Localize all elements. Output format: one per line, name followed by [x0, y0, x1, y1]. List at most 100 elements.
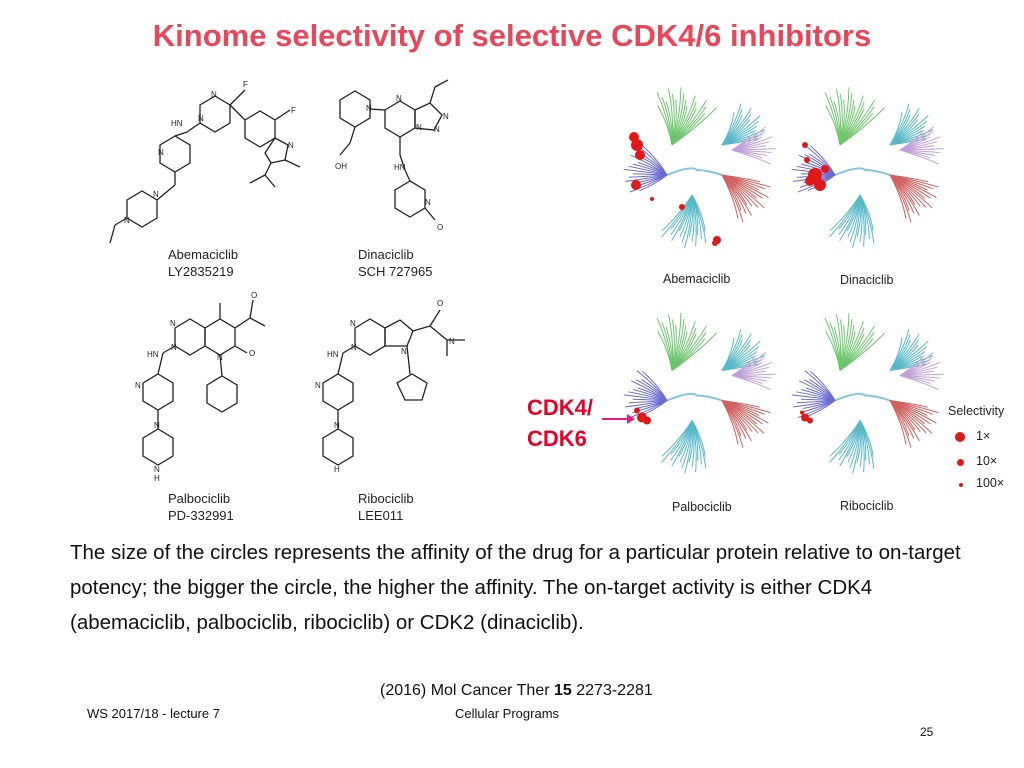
tree-branch: [721, 138, 759, 146]
dinaciclib-name: Dinaciclib: [358, 247, 414, 262]
tree-branch: [661, 194, 693, 232]
tree-branch: [731, 149, 771, 165]
cdk4-label-line: CDK4/: [527, 395, 594, 420]
svg-text:O: O: [437, 223, 443, 232]
svg-text:F: F: [243, 80, 248, 89]
cdk4-cdk6-label: CDK4/ CDK6: [527, 392, 593, 454]
binding-dot: [712, 240, 718, 246]
slide-title: Kinome selectivity of selective CDK4/6 i…: [152, 18, 872, 53]
dinaciclib-structure-label: Dinaciclib SCH 727965: [358, 246, 432, 280]
abemaciclib-structure: F F N N HN N N N N: [109, 80, 301, 244]
footer-course: Cellular Programs: [455, 706, 560, 721]
tree-branch: [899, 149, 939, 165]
kinome-tree-dinaciclib: [791, 87, 944, 248]
binding-dot: [801, 413, 809, 422]
svg-text:H: H: [154, 474, 160, 483]
svg-text:N: N: [396, 94, 402, 103]
palbociclib-code: PD-332991: [168, 508, 234, 523]
kinome-tree-palbociclib: [623, 312, 776, 474]
citation-pages: 2273-2281: [571, 682, 653, 699]
ribociclib-code: LEE011: [358, 508, 404, 523]
tree-branch: [642, 370, 668, 401]
legend-item-10x: 10×: [948, 454, 1024, 472]
svg-text:N: N: [124, 216, 130, 225]
svg-text:N: N: [288, 141, 294, 150]
binding-dot: [821, 165, 829, 173]
palbociclib-structure-label: Palbociclib PD-332991: [168, 490, 234, 524]
tree-branch: [721, 400, 739, 445]
svg-text:HN: HN: [394, 163, 406, 172]
palbociclib-structure: O N N HN N N O N N H: [135, 291, 266, 483]
kinome-tree-label-ribociclib: Ribociclib: [840, 499, 894, 513]
tree-branch: [810, 370, 836, 401]
svg-text:O: O: [437, 299, 443, 308]
svg-text:N: N: [153, 190, 159, 199]
tree-trunk: [666, 392, 723, 402]
tree-branch: [642, 145, 668, 176]
svg-text:N: N: [350, 319, 356, 328]
svg-text:OH: OH: [335, 162, 347, 171]
ribociclib-structure-label: Ribociclib LEE011: [358, 490, 414, 524]
selectivity-legend: Selectivity 1× 10× 100×: [948, 404, 1024, 494]
legend-label: 10×: [976, 454, 998, 468]
tree-trunk: [834, 167, 891, 176]
tree-branch: [889, 138, 927, 146]
abemaciclib-code: LY2835219: [168, 264, 234, 279]
binding-dot: [804, 157, 810, 163]
binding-dot: [802, 142, 808, 148]
cdk6-label-line: CDK6: [527, 426, 587, 451]
svg-text:HN: HN: [171, 119, 183, 128]
dinaciclib-structure: N N N N N OH HN N O: [335, 79, 449, 232]
tree-branch: [671, 107, 717, 146]
tree-branch: [721, 174, 739, 220]
legend-item-100x: 100×: [948, 476, 1024, 494]
tree-branch: [889, 400, 907, 445]
binding-dot: [805, 176, 815, 186]
tree-branch: [839, 332, 885, 371]
binding-dot: [634, 407, 640, 414]
citation-volume: 15: [554, 682, 572, 699]
svg-text:O: O: [251, 291, 257, 300]
abemaciclib-name: Abemaciclib: [168, 247, 239, 262]
tree-branch: [899, 375, 939, 390]
svg-text:HN: HN: [327, 350, 339, 359]
svg-text:N: N: [198, 114, 204, 123]
binding-dot: [629, 132, 639, 142]
svg-text:N: N: [171, 343, 177, 352]
svg-text:N: N: [158, 148, 164, 157]
binding-dot: [814, 179, 826, 191]
cdk-arrow-icon: [602, 414, 635, 424]
binding-dot: [635, 150, 645, 160]
tree-branch: [731, 375, 771, 390]
binding-dot: [650, 197, 654, 201]
svg-text:N: N: [443, 112, 449, 121]
page-number: 25: [920, 725, 934, 739]
palbociclib-name: Palbociclib: [168, 491, 231, 506]
tree-branch: [889, 363, 927, 371]
abemaciclib-structure-label: Abemaciclib LY2835219: [168, 246, 238, 280]
binding-dot: [631, 180, 641, 190]
svg-text:N: N: [449, 337, 455, 346]
tree-branch: [829, 420, 861, 457]
svg-text:O: O: [249, 349, 255, 358]
kinome-tree-label-dinaciclib: Dinaciclib: [840, 273, 894, 287]
citation: (2016) Mol Cancer Ther 15 2273-2281: [380, 682, 653, 700]
legend-label: 100×: [976, 476, 1005, 490]
kinome-tree-label-abemaciclib: Abemaciclib: [663, 272, 731, 286]
legend-title: Selectivity: [948, 404, 1005, 418]
svg-text:N: N: [334, 421, 340, 430]
dinaciclib-code: SCH 727965: [358, 264, 433, 279]
svg-text:N: N: [315, 381, 321, 390]
svg-text:N: N: [154, 465, 160, 474]
svg-text:N: N: [217, 353, 223, 362]
svg-text:N: N: [434, 125, 440, 134]
ribociclib-name: Ribociclib: [358, 491, 414, 506]
medium-dot-icon: [957, 459, 964, 466]
tree-branch: [810, 145, 836, 176]
binding-dot: [800, 410, 804, 415]
tree-branch: [889, 174, 907, 220]
kinome-tree-abemaciclib: [623, 87, 776, 248]
svg-text:N: N: [425, 198, 431, 207]
kinome-tree-ribociclib: [791, 312, 944, 474]
legend-label: 1×: [976, 429, 991, 443]
